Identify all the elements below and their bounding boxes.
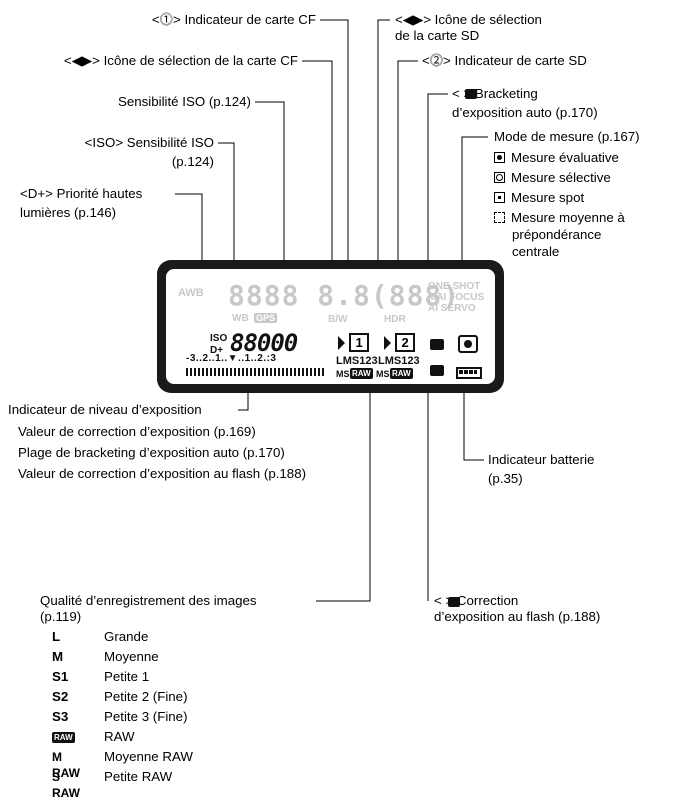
- label-iso-sensitivity: Sensibilité ISO (p.124): [117, 94, 251, 109]
- quality-label: Moyenne RAW: [104, 749, 193, 764]
- card-select-arrow-icon: [384, 335, 391, 350]
- leader-lines: [175, 19, 488, 602]
- label-exp-comp: Valeur de correction d’exposition (p.169…: [18, 424, 256, 439]
- label-flash-comp-value: Valeur de correction d’exposition au fla…: [18, 466, 307, 481]
- quality-label: Moyenne: [104, 649, 159, 664]
- quality-label: Grande: [104, 629, 149, 644]
- evaluative-metering-icon: [494, 152, 505, 163]
- lcd-ghost-wb: WB: [232, 313, 249, 324]
- lcd-ghost-af-3: AI SERVO: [428, 303, 476, 314]
- lcd-iso: ISO: [210, 333, 228, 344]
- metering-item-partial: Mesure sélective: [494, 170, 611, 186]
- leader-cf-select: [302, 60, 333, 332]
- lcd-ghost-bw: B/W: [328, 314, 348, 325]
- spot-metering-icon: [494, 192, 505, 203]
- lcd-card-sd: 2: [384, 333, 415, 352]
- metering-item-spot: Mesure spot: [494, 190, 584, 206]
- metering-item-label: Mesure spot: [511, 190, 585, 205]
- label-bracketing-line2: d’exposition auto (p.170): [452, 105, 598, 120]
- lcd-ghost-af-2: MAI FOCUS: [428, 292, 485, 303]
- label-metering-title: Mode de mesure (p.167): [494, 129, 640, 144]
- leader-battery: [463, 375, 484, 461]
- quality-label: RAW: [104, 729, 135, 744]
- label-priority: <D+> Priorité hautes lumières (p.146): [20, 186, 142, 221]
- label-battery-line1: Indicateur batterie: [488, 452, 595, 467]
- leader-quality: [316, 377, 371, 602]
- label-quality-line1: Qualité d’enregistrement des images: [40, 593, 257, 608]
- label-priority-line2: lumières (p.146): [20, 205, 117, 220]
- quality-label: Petite 1: [104, 669, 150, 684]
- label-iso-tag-line2: (p.124): [171, 154, 214, 169]
- metering-item-center-weighted: Mesure moyenne à: [494, 210, 625, 226]
- metering-item-continued: prépondérance: [512, 227, 602, 242]
- lcd-panel: AWB 8888 8.8(888) WB GPS B/W HDR ONE SHO…: [157, 260, 504, 393]
- lcd-iso-digits: 88000: [230, 329, 298, 357]
- flash-comp-icon: [448, 597, 460, 607]
- lcd-quality-right: LMS123: [378, 355, 420, 367]
- lcd-dplus: D+: [210, 345, 224, 356]
- lcd-ms-left: MS: [336, 369, 350, 379]
- quality-symbol-sraw: S RAW: [52, 770, 80, 800]
- lcd-ghost-gps: GPS: [254, 313, 278, 323]
- label-battery-line2: (p.35): [488, 471, 523, 486]
- label-battery: Indicateur batterie (p.35): [488, 452, 594, 487]
- quality-symbol-small1: S1: [52, 669, 69, 684]
- lcd-ghost-awb: AWB: [178, 287, 204, 299]
- metering-item-label: Mesure évaluative: [511, 150, 619, 165]
- lcd-ghost-af-1: ONE SHOT: [428, 281, 481, 292]
- lcd-ghost-hdr: HDR: [384, 314, 406, 325]
- quality-symbol-large: L: [52, 629, 61, 644]
- partial-metering-icon: [494, 172, 505, 183]
- lcd-metering-icon: [458, 335, 478, 353]
- leader-sd-indicator: [397, 60, 418, 332]
- leader-sd-select: [377, 19, 390, 332]
- lcd-exposure-bar: [186, 368, 326, 376]
- card-select-arrow-icon: [338, 335, 345, 350]
- metering-item-continued: centrale: [512, 244, 560, 259]
- label-aeb-range: Plage de bracketing d’exposition auto (p…: [18, 445, 285, 460]
- label-cf-indicator: <⓵> Indicateur de carte CF: [151, 12, 316, 27]
- quality-symbol-small2: S2: [52, 689, 69, 704]
- quality-symbol-mraw: M RAW: [52, 750, 80, 780]
- label-quality-line2: (p.119): [40, 609, 82, 624]
- metering-item-label: Mesure sélective: [511, 170, 611, 185]
- label-sd-select-line1: <◀▶> Icône de sélection: [395, 12, 542, 27]
- lcd-ghost-top-digits: 8888 8.8(888): [228, 279, 461, 312]
- label-exposure-level: Indicateur de niveau d’exposition: [8, 402, 202, 417]
- lcd-quality-left: LMS123: [336, 355, 378, 367]
- label-flash-exp-line2: d’exposition au flash (p.188): [434, 609, 601, 624]
- quality-symbol-medium: M: [52, 649, 64, 664]
- leader-iso-sensitivity: [255, 101, 285, 336]
- sd-card-icon: 2: [395, 333, 415, 352]
- lcd-card-cf: 1: [338, 333, 369, 352]
- cf-card-icon: 1: [349, 333, 369, 352]
- lcd-raw-left: RAW: [350, 368, 373, 379]
- lcd-raw-right: RAW: [390, 368, 413, 379]
- lcd-battery-icon: [456, 367, 482, 379]
- lcd-bracketing-icon: [430, 339, 444, 350]
- lcd-exposure-scale: -3..2..1..▼..1..2.:3: [186, 353, 277, 364]
- lcd-screen: AWB 8888 8.8(888) WB GPS B/W HDR ONE SHO…: [166, 269, 495, 384]
- quality-label: Petite 2 (Fine): [104, 689, 188, 704]
- metering-item-evaluative: Mesure évaluative: [494, 150, 619, 166]
- label-sd-indicator: <⓶> Indicateur de carte SD: [422, 53, 587, 68]
- quality-label: Petite 3 (Fine): [104, 709, 188, 724]
- lcd-flash-comp-icon: [430, 365, 444, 376]
- bracketing-icon: [465, 89, 477, 99]
- label-priority-line1: <D+> Priorité hautes: [20, 186, 143, 201]
- lcd-ms-right: MS: [376, 369, 390, 379]
- quality-label: Petite RAW: [104, 769, 173, 784]
- raw-icon: RAW: [52, 732, 75, 743]
- quality-symbol-small3: S3: [52, 709, 69, 724]
- label-sd-select-line2: de la carte SD: [395, 28, 480, 43]
- label-sd-select: <◀▶> Icône de sélection de la carte SD: [395, 12, 542, 44]
- label-iso-tag: <ISO> Sensibilité ISO (p.124): [40, 135, 214, 170]
- label-quality: Qualité d’enregistrement des images (p.1…: [40, 593, 257, 625]
- metering-item-label: Mesure moyenne à: [511, 210, 625, 225]
- label-iso-tag-line1: <ISO> Sensibilité ISO: [84, 135, 214, 150]
- center-weighted-metering-icon: [494, 212, 505, 223]
- leader-cf-indicator: [320, 19, 349, 330]
- label-cf-select: <◀▶> Icône de sélection de la carte CF: [63, 53, 298, 68]
- quality-symbol-raw: RAW: [52, 729, 75, 745]
